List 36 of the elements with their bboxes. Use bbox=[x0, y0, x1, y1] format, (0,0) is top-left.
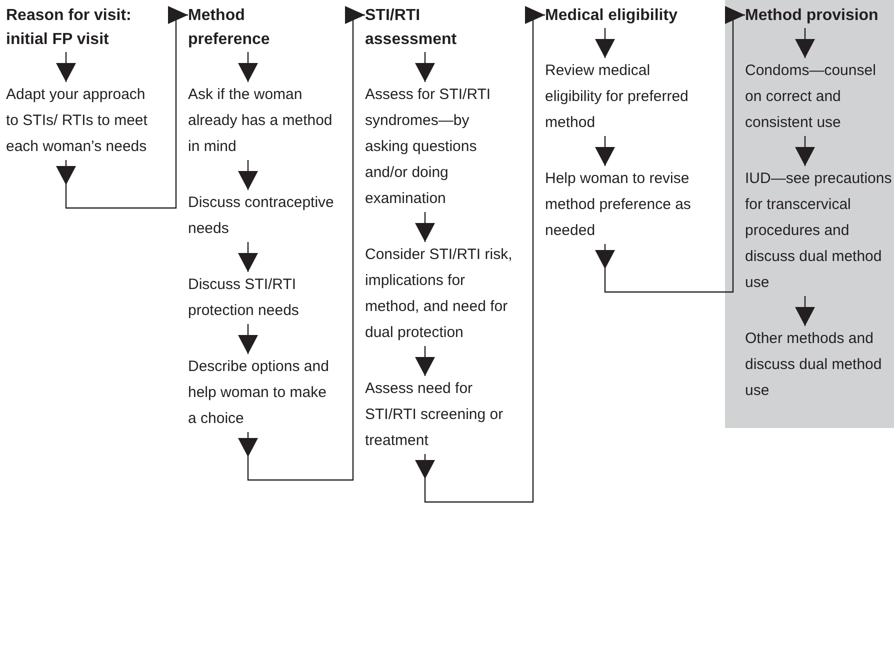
connector-arrow bbox=[415, 6, 545, 503]
down-arrow bbox=[56, 52, 76, 82]
step-text: Help woman to revise method preference as needed bbox=[545, 166, 693, 244]
down-arrow bbox=[415, 52, 435, 82]
down-arrow bbox=[238, 242, 258, 272]
down-arrow bbox=[795, 136, 815, 166]
step-text: Review medical eligibility for preferred method bbox=[545, 58, 693, 136]
step-text: Condoms—counsel on correct and consistent use bbox=[745, 58, 893, 136]
step-text: Discuss contraceptive needs bbox=[188, 190, 336, 242]
step-text: Discuss STI/RTI protection needs bbox=[188, 272, 336, 324]
step-text: Other methods and discuss dual method use bbox=[745, 326, 893, 404]
down-arrow bbox=[415, 346, 435, 376]
step-heading: Reason for visit: initial FP visit bbox=[6, 4, 142, 52]
step-text: Ask if the woman already has a method in mind bbox=[188, 82, 336, 160]
step-text: Assess for STI/RTI syndromes—by asking questions and/or doing examination bbox=[365, 82, 513, 212]
down-arrow bbox=[238, 160, 258, 190]
step-text: IUD—see precautions for transcervical procedures and discuss dual method use bbox=[745, 166, 893, 296]
down-arrow bbox=[595, 28, 615, 58]
step-heading: Method preference bbox=[188, 4, 324, 52]
down-arrow bbox=[415, 212, 435, 242]
down-arrow bbox=[238, 52, 258, 82]
connector-arrow bbox=[238, 6, 365, 481]
step-text: Assess need for STI/RTI screening or treatment bbox=[365, 376, 513, 454]
down-arrow bbox=[795, 296, 815, 326]
connector-arrow bbox=[56, 6, 188, 209]
down-arrow bbox=[238, 324, 258, 354]
step-text: Describe options and help woman to make a choice bbox=[188, 354, 336, 432]
connector-arrow bbox=[595, 6, 745, 293]
step-heading: Medical eligibility bbox=[545, 4, 681, 28]
step-text: Adapt your approach to STIs/ RTIs to meet each woman’s needs bbox=[6, 82, 154, 160]
step-text: Consider STI/RTI risk, implications for method, and need for dual protection bbox=[365, 242, 513, 346]
step-heading: STI/RTI assessment bbox=[365, 4, 501, 52]
shaded-panel bbox=[725, 0, 894, 428]
down-arrow bbox=[795, 28, 815, 58]
step-heading: Method provision bbox=[745, 4, 881, 28]
down-arrow bbox=[595, 136, 615, 166]
